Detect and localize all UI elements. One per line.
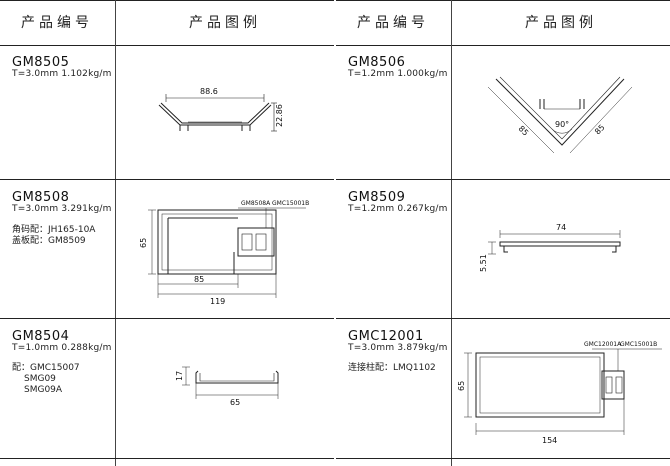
- column-divider: [115, 0, 116, 466]
- profile-drawing-gm8508: GM8508A GMC15001B 65 85 119: [116, 180, 334, 318]
- part-tag: GM8508A: [241, 200, 271, 207]
- row-divider: [336, 179, 670, 180]
- product-note: SMG09: [24, 374, 56, 384]
- profile-drawing-gm8505: 88.6 22.86: [116, 45, 334, 179]
- product-row-gm8509: GM8509 T=1.2mm 0.267kg/m 74 5.51: [336, 180, 670, 318]
- product-spec: T=3.0mm 1.102kg/m: [12, 69, 112, 79]
- product-spec: T=3.0mm 3.879kg/m: [348, 343, 448, 353]
- product-code: GM8506: [348, 55, 406, 70]
- dim-width: 74: [556, 223, 566, 232]
- product-row-gm8505: GM8505 T=3.0mm 1.102kg/m: [0, 45, 334, 179]
- part-tag: GMC12001A: [584, 341, 622, 348]
- row-divider: [0, 179, 334, 180]
- row-divider: [0, 458, 334, 459]
- profile-drawing-gm8509: 74 5.51: [452, 180, 670, 318]
- product-code: GM8504: [12, 329, 70, 344]
- table-header: 产品编号 产品图例: [336, 0, 670, 46]
- product-row-gm8504: GM8504 T=1.0mm 0.288kg/m 配：GMC15007 SMG0…: [0, 319, 334, 458]
- row-divider: [0, 318, 334, 319]
- product-code: GM8505: [12, 55, 70, 70]
- header-product-code: 产品编号: [21, 15, 93, 31]
- dim-height: 65: [139, 238, 148, 248]
- product-note: SMG09A: [24, 385, 63, 395]
- product-spec: T=1.0mm 0.288kg/m: [12, 343, 112, 353]
- dim-width: 88.6: [200, 87, 218, 96]
- product-note: 连接柱配：LMQ1102: [348, 363, 436, 373]
- catalog-panel-left: 产品编号 产品图例 GM8505 T=3.0mm 1.102kg/m: [0, 0, 334, 466]
- dim-angle: 90°: [555, 120, 569, 129]
- dim-height: 5.51: [479, 254, 488, 272]
- product-row-gmc12001: GMC12001 T=3.0mm 3.879kg/m 连接柱配：LMQ1102: [336, 319, 670, 458]
- dim-side-b: 85: [593, 123, 607, 137]
- product-note: 盖板配：GM8509: [12, 236, 86, 246]
- dim-height: 65: [457, 381, 466, 391]
- product-note: 配：GMC15007: [12, 363, 80, 373]
- profile-drawing-gmc12001: GMC12001A GMC15001B 65 154: [452, 319, 670, 458]
- table-header: 产品编号 产品图例: [0, 0, 334, 46]
- part-tag: GMC15001B: [272, 200, 309, 207]
- product-spec: T=1.2mm 0.267kg/m: [348, 204, 448, 214]
- product-row-gm8506: GM8506 T=1.2mm 1.000kg/m 85 85: [336, 45, 670, 179]
- part-tag: GMC15001B: [620, 341, 657, 348]
- product-spec: T=1.2mm 1.000kg/m: [348, 69, 448, 79]
- product-spec: T=3.0mm 3.291kg/m: [12, 204, 112, 214]
- profile-drawing-gm8506: 85 85 90°: [452, 45, 670, 179]
- profile-drawing-gm8504: 17 65: [116, 319, 334, 458]
- column-divider: [451, 0, 452, 466]
- header-product-code: 产品编号: [357, 15, 429, 31]
- dim-side-a: 85: [517, 124, 531, 138]
- row-divider: [336, 318, 670, 319]
- dim-height: 22.86: [275, 104, 284, 127]
- product-code: GMC12001: [348, 329, 424, 344]
- product-code: GM8508: [12, 190, 70, 205]
- dim-inner-width: 85: [194, 275, 204, 284]
- dim-width: 65: [230, 398, 240, 407]
- header-product-figure: 产品图例: [525, 15, 597, 31]
- header-product-figure: 产品图例: [189, 15, 261, 31]
- catalog-panel-right: 产品编号 产品图例 GM8506 T=1.2mm 1.000kg/m: [336, 0, 670, 466]
- product-row-gm8508: GM8508 T=3.0mm 3.291kg/m 角码配：JH165-10A 盖…: [0, 180, 334, 318]
- product-code: GM8509: [348, 190, 406, 205]
- row-divider: [336, 458, 670, 459]
- dim-width: 154: [542, 436, 557, 445]
- dim-height: 17: [175, 371, 184, 381]
- product-note: 角码配：JH165-10A: [12, 225, 96, 235]
- dim-outer-width: 119: [210, 297, 225, 306]
